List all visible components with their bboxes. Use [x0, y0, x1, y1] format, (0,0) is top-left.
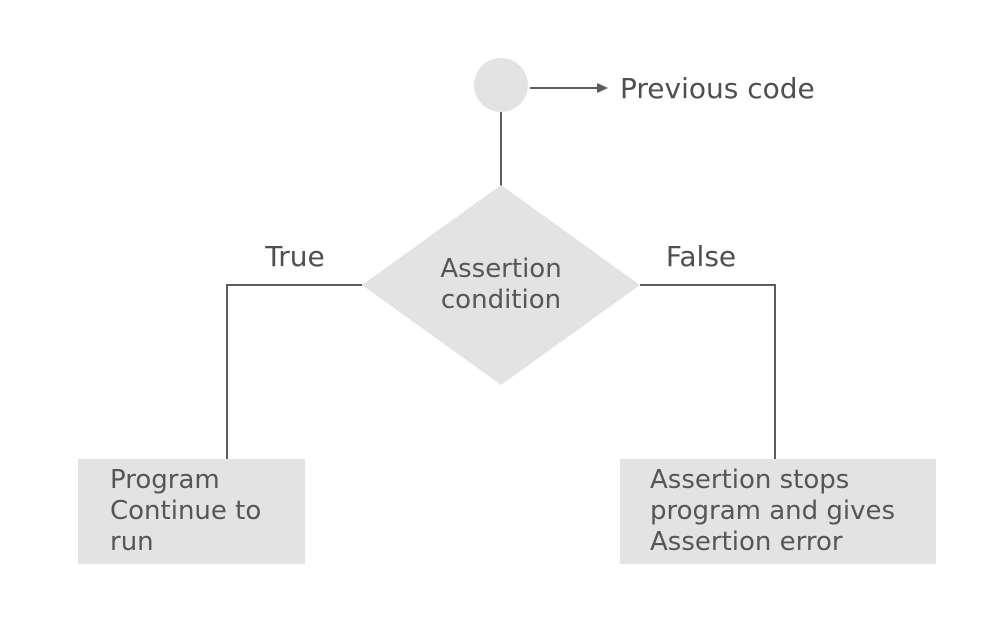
connector-decision-true-horizontal [226, 284, 362, 286]
true-branch-label: True [265, 240, 325, 273]
previous-code-label: Previous code [620, 72, 815, 105]
connector-start-to-decision [500, 112, 502, 186]
start-node-circle [474, 58, 528, 112]
outcome-box-assertion-error: Assertion stops program and gives Assert… [620, 459, 936, 564]
connector-decision-false-vertical [774, 284, 776, 459]
decision-label-line2: condition [440, 285, 562, 315]
arrowhead-icon [597, 83, 608, 93]
outcome-false-line2: program and gives [650, 496, 896, 526]
outcome-box-program-continues: Program Continue to run [78, 459, 305, 564]
connector-decision-true-vertical [226, 284, 228, 459]
connector-start-to-previous-code [530, 87, 598, 89]
connector-decision-false-horizontal [640, 284, 776, 286]
outcome-true-line2: Continue to [110, 496, 262, 526]
decision-node-assertion-condition: Assertion condition [362, 185, 640, 385]
outcome-true-line3: run [110, 527, 154, 557]
outcome-false-line1: Assertion stops [650, 465, 850, 495]
outcome-true-line1: Program [110, 465, 220, 495]
decision-label-line1: Assertion [440, 254, 562, 284]
false-branch-label: False [665, 240, 737, 273]
outcome-false-line3: Assertion error [650, 527, 843, 557]
